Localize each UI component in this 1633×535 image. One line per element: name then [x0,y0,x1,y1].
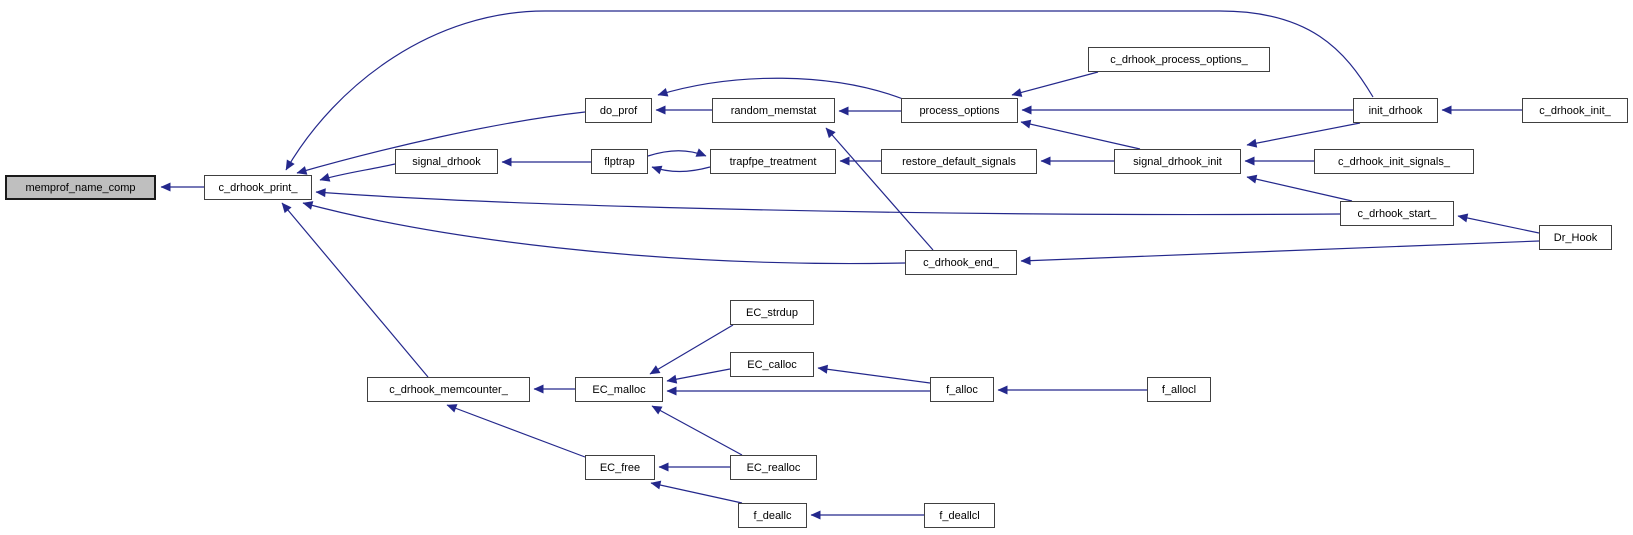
edge-init_drhook-to-signal_drhook_init [1246,122,1361,148]
node-label: trapfpe_treatment [729,155,817,168]
node-signal_drhook_init[interactable]: signal_drhook_init [1114,149,1241,174]
edge-signal_drhook-to-c_drhook_print_ [319,163,396,182]
node-label: Dr_Hook [1553,231,1598,244]
edge-c_drhook_memcounter_-to-c_drhook_print_ [281,202,429,378]
edge-EC_realloc-to-EC_malloc [651,405,743,456]
node-c_drhook_end_[interactable]: c_drhook_end_ [905,250,1017,275]
node-restore_default_signals[interactable]: restore_default_signals [881,149,1037,174]
node-label: f_deallcl [939,509,980,522]
node-label: init_drhook [1368,104,1423,117]
node-label: c_drhook_process_options_ [1110,53,1248,66]
node-memprof_name_comp: memprof_name_comp [5,175,156,200]
node-label: signal_drhook_init [1133,155,1222,168]
node-process_options[interactable]: process_options [901,98,1018,123]
edge-Dr_Hook-to-c_drhook_start_ [1457,213,1540,234]
node-label: f_alloc [946,383,978,396]
node-label: process_options [919,104,1000,117]
node-f_allocl[interactable]: f_allocl [1147,377,1211,402]
node-c_drhook_init_signals_[interactable]: c_drhook_init_signals_ [1314,149,1474,174]
node-init_drhook[interactable]: init_drhook [1353,98,1438,123]
node-label: memprof_name_comp [25,181,136,194]
node-label: c_drhook_init_signals_ [1338,155,1450,168]
node-label: EC_calloc [747,358,797,371]
edge-process_options-to-do_prof [657,77,904,100]
node-label: c_drhook_memcounter_ [389,383,508,396]
node-label: c_drhook_print_ [218,181,298,194]
node-EC_calloc[interactable]: EC_calloc [730,352,814,377]
edge-signal_drhook_init-to-process_options [1020,119,1141,150]
node-do_prof[interactable]: do_prof [585,98,652,123]
node-Dr_Hook[interactable]: Dr_Hook [1539,225,1612,250]
edge-Dr_Hook-to-c_drhook_end_ [1020,240,1540,266]
node-label: f_deallc [753,509,792,522]
edge-f_deallc-to-EC_free [650,480,743,504]
node-label: c_drhook_end_ [923,256,999,269]
edge-f_alloc-to-EC_calloc [817,364,931,384]
node-label: EC_realloc [746,461,801,474]
node-EC_strdup[interactable]: EC_strdup [730,300,814,325]
node-f_deallc[interactable]: f_deallc [738,503,807,528]
node-label: signal_drhook [412,155,481,168]
node-label: EC_free [599,461,641,474]
node-c_drhook_process_options_[interactable]: c_drhook_process_options_ [1088,47,1270,72]
edge-init_drhook-to-c_drhook_print_ [285,10,1374,171]
edge-do_prof-to-c_drhook_print_ [296,111,586,175]
edge-flptrap-to-trapfpe_treatment [647,148,707,157]
node-label: EC_strdup [746,306,798,319]
edge-c_drhook_process_options_-to-process_options [1011,71,1099,97]
node-c_drhook_start_[interactable]: c_drhook_start_ [1340,201,1454,226]
edge-c_drhook_start_-to-c_drhook_print_ [315,188,1341,216]
node-trapfpe_treatment[interactable]: trapfpe_treatment [710,149,836,174]
edge-c_drhook_end_-to-random_memstat [825,127,934,251]
node-label: EC_malloc [592,383,646,396]
edge-EC_strdup-to-EC_malloc [649,324,734,375]
node-EC_free[interactable]: EC_free [585,455,655,480]
node-EC_realloc[interactable]: EC_realloc [730,455,817,480]
node-label: restore_default_signals [902,155,1016,168]
node-f_deallcl[interactable]: f_deallcl [924,503,995,528]
node-EC_malloc[interactable]: EC_malloc [575,377,663,402]
node-label: flptrap [604,155,635,168]
node-flptrap[interactable]: flptrap [591,149,648,174]
edge-trapfpe_treatment-to-flptrap [651,165,711,175]
node-label: do_prof [599,104,638,117]
node-label: random_memstat [730,104,817,117]
node-signal_drhook[interactable]: signal_drhook [395,149,498,174]
node-c_drhook_memcounter_[interactable]: c_drhook_memcounter_ [367,377,530,402]
edge-c_drhook_end_-to-c_drhook_print_ [302,201,906,265]
edge-EC_free-to-c_drhook_memcounter_ [446,404,586,458]
node-label: c_drhook_init_ [1539,104,1611,117]
node-label: f_allocl [1161,383,1197,396]
node-label: c_drhook_start_ [1357,207,1437,220]
node-c_drhook_init_[interactable]: c_drhook_init_ [1522,98,1628,123]
edge-c_drhook_start_-to-signal_drhook_init [1246,174,1353,202]
edge-EC_calloc-to-EC_malloc [666,368,731,384]
node-f_alloc[interactable]: f_alloc [930,377,994,402]
node-random_memstat[interactable]: random_memstat [712,98,835,123]
node-c_drhook_print_[interactable]: c_drhook_print_ [204,175,312,200]
